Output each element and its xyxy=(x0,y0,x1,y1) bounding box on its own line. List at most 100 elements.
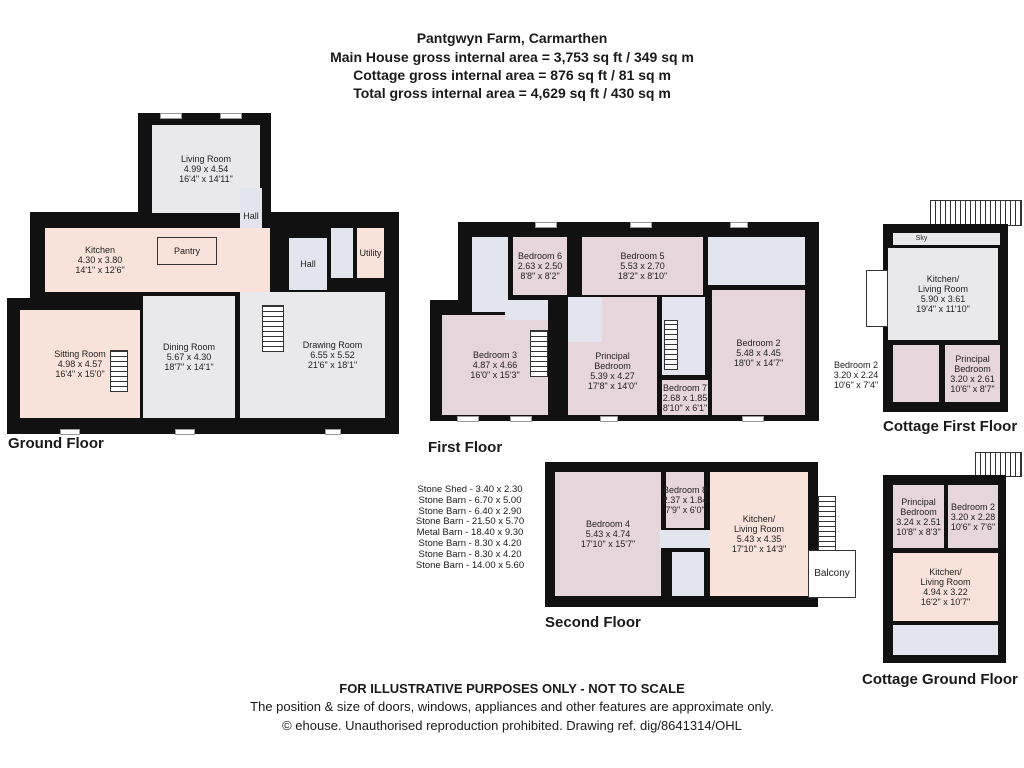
room-imperial: 8'10" x 6'1" xyxy=(662,402,708,413)
room-imperial: 17'8" x 14'0" xyxy=(587,381,638,391)
cottage-first-floor-title: Cottage First Floor xyxy=(883,418,1018,435)
staircase xyxy=(530,330,548,377)
external-staircase xyxy=(930,200,1022,226)
room-name: Hall xyxy=(300,259,316,269)
room-imperial: 18'0" x 14'7" xyxy=(733,357,784,368)
room-bathroom xyxy=(708,237,805,285)
copyright: © ehouse. Unauthorised reproduction proh… xyxy=(282,718,742,733)
room-metric: 4.99 x 4.54 xyxy=(183,164,229,174)
room-metric: 5.53 x 2.70 xyxy=(620,261,665,271)
window xyxy=(220,113,242,119)
room-name: Bedroom 3 xyxy=(472,350,517,360)
outbuilding-item: Stone Barn - 8.30 x 4.20 xyxy=(418,548,522,560)
room-name: Bedroom xyxy=(594,361,631,371)
window xyxy=(160,113,182,119)
outbuilding-item: Stone Barn - 8.30 x 4.20 xyxy=(418,537,522,549)
room-imperial: 17'10" x 15'7" xyxy=(580,539,636,549)
balcony: Balcony xyxy=(808,550,856,598)
room-metric: 3.24 x 2.51 xyxy=(896,516,941,527)
first-floor-title: First Floor xyxy=(428,439,503,456)
room-name: Kitchen/ xyxy=(926,274,960,284)
cottage-area: Cottage gross internal area = 876 sq ft … xyxy=(353,67,671,83)
room-name: Bedroom xyxy=(954,363,991,374)
room-imperial: 16'0" x 15'3" xyxy=(470,370,520,380)
room-imperial: 18'2" x 8'10" xyxy=(617,271,668,281)
room-imperial: 17'10" x 14'3" xyxy=(731,544,787,554)
skylight-label: Sky xyxy=(915,235,928,242)
room-name: Principal xyxy=(955,353,990,364)
room-name: Bedroom 2 xyxy=(833,360,879,370)
room-name: Sitting Room xyxy=(54,349,106,359)
landing xyxy=(505,300,548,320)
room-name: Kitchen/ xyxy=(929,567,962,577)
room-metric: 5.67 x 4.30 xyxy=(166,352,212,362)
room-imperial: 10'6" x 7'6" xyxy=(950,521,996,532)
room-bathroom: Sky xyxy=(893,233,1000,245)
room-imperial: 16'4" x 15'0" xyxy=(55,369,105,379)
room-imperial: 10'6" x 7'4" xyxy=(833,380,879,390)
main-house-area: Main House gross internal area = 3,753 s… xyxy=(330,49,694,65)
room-name: Dining Room xyxy=(162,342,216,352)
room-imperial: 18'7" x 14'1" xyxy=(164,362,214,372)
outbuilding-item: Stone Barn - 14.00 x 5.60 xyxy=(415,559,525,571)
room-metric: 4.94 x 3.22 xyxy=(923,587,968,597)
window xyxy=(730,222,748,228)
room-name: Pantry xyxy=(173,246,200,256)
room-name: Bedroom 2 xyxy=(736,337,781,348)
staircase xyxy=(262,305,284,352)
room-imperial: 7'9" x 6'0" xyxy=(665,505,705,515)
room-metric: 2.68 x 1.85 xyxy=(662,392,708,403)
room-name: Utility xyxy=(359,248,382,258)
staircase xyxy=(110,350,128,392)
room-metric: 2.63 x 2.50 xyxy=(517,261,563,271)
room-imperial: 8'8" x 8'2" xyxy=(520,271,560,281)
landing xyxy=(660,530,710,548)
room-imperial: 21'6" x 18'1" xyxy=(307,360,358,370)
staircase xyxy=(664,320,678,370)
property-title: Pantgwyn Farm, Carmarthen xyxy=(416,30,608,46)
room-imperial: 16'2" x 10'7" xyxy=(920,597,971,607)
room-metric: 4.98 x 4.57 xyxy=(57,359,103,369)
room-bathroom xyxy=(893,625,998,655)
room-name: Living Room xyxy=(920,577,971,587)
room-metric: 2.37 x 1.84 xyxy=(662,495,708,505)
window xyxy=(457,416,479,422)
ground-floor-title: Ground Floor xyxy=(8,435,104,452)
outbuilding-item: Stone Barn - 6.40 x 2.90 xyxy=(418,505,522,517)
outbuilding-item: Metal Barn - 18.40 x 9.30 xyxy=(416,527,524,539)
outbuilding-item: Stone Shed - 3.40 x 2.30 xyxy=(417,484,523,495)
room-metric: 6.55 x 5.52 xyxy=(310,350,355,360)
room-metric: 4.30 x 3.80 xyxy=(77,255,123,265)
room-wc xyxy=(331,228,353,278)
room-name: Bedroom 2 xyxy=(950,501,995,512)
outbuildings-list: Stone Shed - 3.40 x 2.30 Stone Barn - 6.… xyxy=(410,484,530,571)
room-name: Bedroom 8 xyxy=(662,485,708,495)
outbuilding-item: Stone Barn - 21.50 x 5.70 xyxy=(415,516,525,528)
room-bathroom xyxy=(672,552,704,596)
window xyxy=(742,416,764,422)
room-name: Balcony xyxy=(814,568,850,579)
room-metric: 3.20 x 2.61 xyxy=(950,373,995,384)
window xyxy=(510,416,532,422)
outbuilding-item: Stone Barn - 6.70 x 5.00 xyxy=(418,494,522,506)
room-imperial: 16'4" x 14'11" xyxy=(179,174,233,184)
window xyxy=(175,429,195,435)
room-utility: Utility xyxy=(357,228,384,278)
window xyxy=(600,416,618,422)
second-floor-title: Second Floor xyxy=(545,614,641,631)
window xyxy=(60,429,80,435)
cottage-ground-floor-title: Cottage Ground Floor xyxy=(862,671,1018,688)
room-metric: 5.43 x 4.35 xyxy=(736,534,782,544)
room-name: Kitchen/ xyxy=(742,514,776,524)
room-name: Kitchen xyxy=(84,245,115,255)
